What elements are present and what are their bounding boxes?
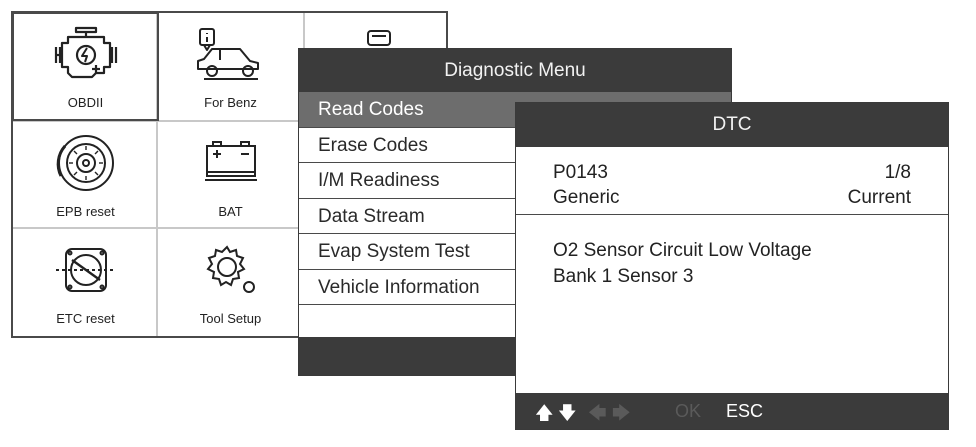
obd-connector-icon	[305, 23, 450, 88]
gears-icon	[158, 239, 303, 304]
ok-button: OK	[675, 401, 702, 421]
menu-item-for-benz[interactable]: For Benz	[158, 13, 303, 120]
grid-divider	[13, 120, 446, 122]
menu-item-label: Tool Setup	[199, 311, 262, 326]
brake-disc-icon	[13, 132, 158, 197]
battery-icon	[158, 132, 303, 197]
dtc-screen: DTC P0143 1/8 Generic Current O2 Sensor …	[515, 102, 949, 430]
dtc-description-line: Bank 1 Sensor 3	[553, 266, 694, 287]
esc-button[interactable]: ESC	[726, 401, 764, 421]
left-arrow-icon: 🡄	[588, 403, 607, 423]
dtc-header: P0143 1/8 Generic Current	[516, 147, 948, 215]
dtc-title: DTC	[516, 103, 948, 147]
menu-item-epb-reset[interactable]: EPB reset	[13, 122, 158, 229]
dtc-index: 1/8	[884, 162, 911, 183]
menu-item-obd-connector[interactable]	[305, 13, 450, 120]
diagnostic-menu-title: Diagnostic Menu	[299, 49, 731, 92]
dtc-status: Current	[847, 187, 911, 208]
right-arrow-icon: 🡆	[612, 403, 631, 423]
menu-item-label: OBDII	[67, 95, 104, 110]
grid-divider	[156, 13, 158, 336]
menu-item-bat[interactable]: BAT	[158, 122, 303, 229]
grid-divider	[13, 227, 446, 229]
menu-item-etc-reset[interactable]: ETC reset	[13, 229, 158, 336]
up-arrow-icon[interactable]: 🡅	[535, 403, 554, 423]
down-arrow-icon[interactable]: 🡇	[558, 403, 577, 423]
menu-item-tool-setup[interactable]: Tool Setup	[158, 229, 303, 336]
menu-item-label: For Benz	[204, 95, 257, 110]
throttle-icon	[13, 239, 158, 304]
dtc-footer: 🡅 🡇 🡄 🡆 OK ESC	[516, 393, 948, 429]
car-info-icon	[158, 23, 303, 88]
dtc-type: Generic	[553, 187, 620, 208]
menu-item-label: EPB reset	[56, 204, 115, 219]
dtc-code: P0143	[553, 162, 608, 183]
menu-item-label: BAT	[218, 204, 243, 219]
menu-item-obdii[interactable]: OBDII	[12, 12, 159, 121]
engine-icon	[13, 23, 158, 88]
dtc-description: O2 Sensor Circuit Low Voltage Bank 1 Sen…	[553, 238, 812, 290]
menu-item-label: ETC reset	[56, 311, 115, 326]
dtc-description-line: O2 Sensor Circuit Low Voltage	[553, 240, 812, 261]
